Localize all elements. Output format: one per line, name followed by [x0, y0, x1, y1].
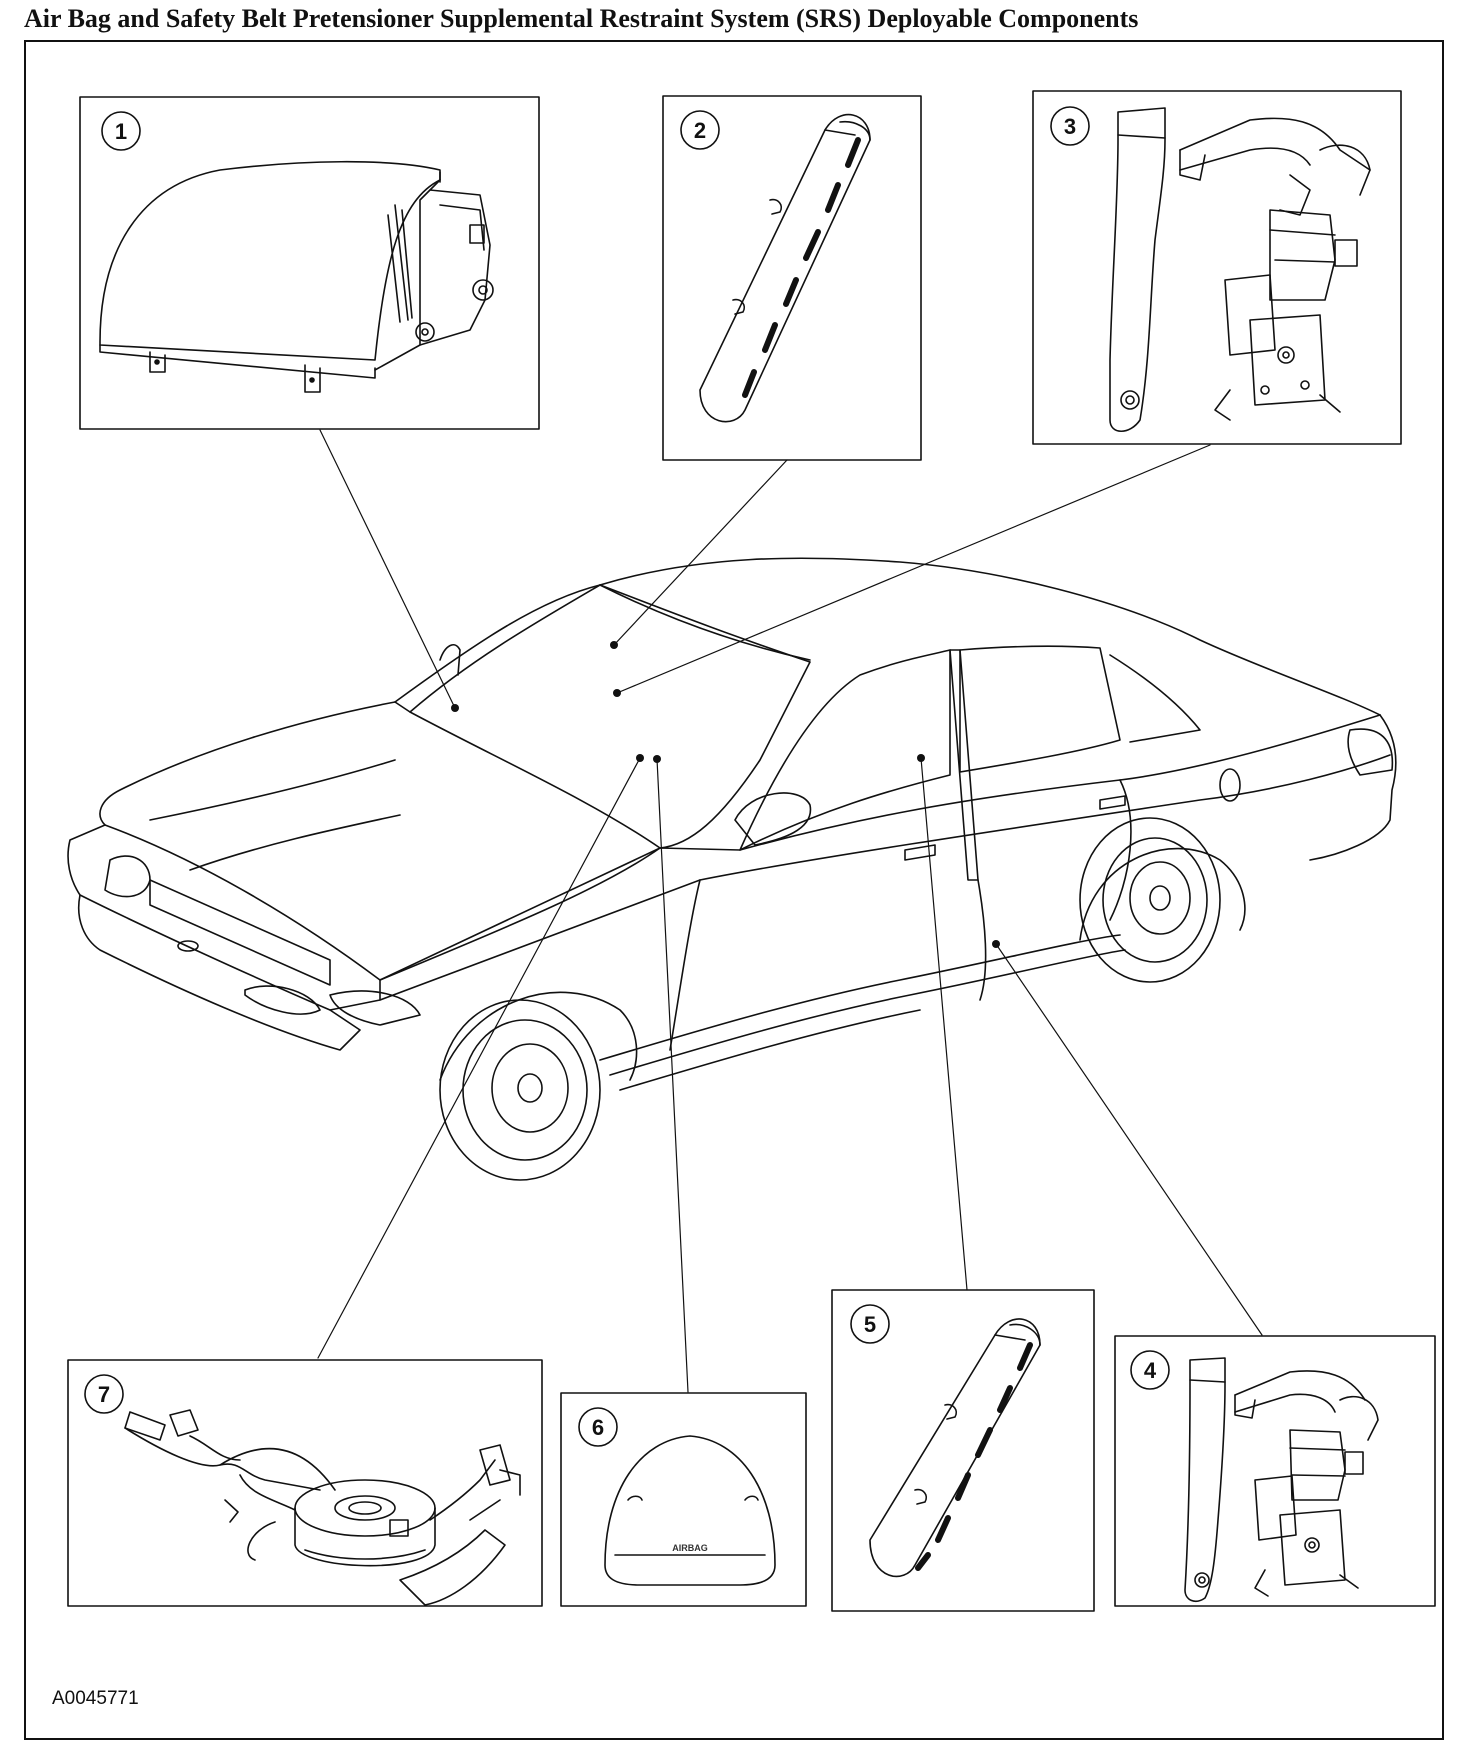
diagram-title: Air Bag and Safety Belt Pretensioner Sup…	[24, 4, 1139, 33]
inset-4	[1114, 1335, 1436, 1607]
inset-7	[67, 1359, 543, 1607]
inset-6	[560, 1392, 807, 1607]
vehicle-illustration	[67, 557, 1397, 1181]
leader-lines	[317, 429, 1263, 1393]
inset-5	[831, 1289, 1095, 1612]
callout-badges	[84, 106, 1170, 1447]
side-airbag-illustration-2	[699, 113, 871, 423]
inset-1	[79, 96, 540, 430]
clockspring-illustration	[124, 1409, 521, 1606]
diagram-frame	[24, 40, 1444, 1740]
airbag-badge: AIRBAG	[672, 1543, 708, 1553]
inset-3	[1032, 90, 1402, 445]
side-airbag-illustration-5	[869, 1318, 1041, 1578]
callout-points	[451, 641, 1000, 948]
callout-numbers: 1 2 3 4 5 6 7	[98, 114, 1157, 1440]
callout-number-5: 5	[864, 1312, 876, 1337]
callout-number-6: 6	[592, 1415, 604, 1440]
driver-airbag-illustration	[604, 1435, 776, 1586]
figure-id: A0045771	[52, 1688, 139, 1709]
callout-number-3: 3	[1064, 114, 1076, 139]
callout-number-7: 7	[98, 1382, 110, 1407]
callout-number-4: 4	[1144, 1358, 1157, 1383]
callout-number-2: 2	[694, 118, 706, 143]
callout-number-1: 1	[115, 119, 127, 144]
inset-2	[662, 95, 922, 461]
passenger-airbag-illustration	[99, 160, 494, 393]
belt-pretensioner-illustration-4	[1184, 1357, 1379, 1602]
belt-pretensioner-illustration-3	[1109, 107, 1371, 433]
inset-boxes	[67, 90, 1436, 1612]
